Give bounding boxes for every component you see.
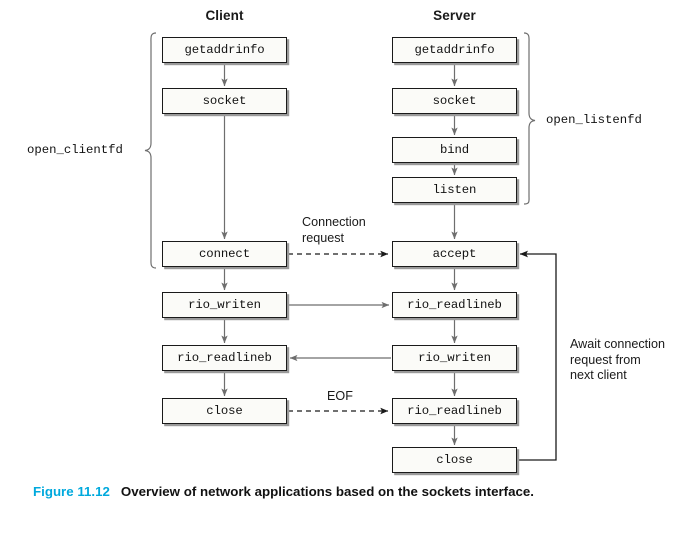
node-server-socket: socket (392, 88, 517, 114)
figure-number: Figure 11.12 (33, 484, 110, 499)
node-client-rio-readlineb: rio_readlineb (162, 345, 287, 371)
node-client-rio-writen: rio_writen (162, 292, 287, 318)
node-client-connect: connect (162, 241, 287, 267)
node-server-listen: listen (392, 177, 517, 203)
node-server-rio-readlineb-1: rio_readlineb (392, 292, 517, 318)
node-server-getaddrinfo: getaddrinfo (392, 37, 517, 63)
node-server-rio-writen: rio_writen (392, 345, 517, 371)
node-server-bind: bind (392, 137, 517, 163)
edge-label-await-connection: Await connection request from next clien… (570, 337, 665, 382)
node-server-close: close (392, 447, 517, 473)
edge-label-eof: EOF (327, 389, 353, 403)
edge-label-connection-request: Connection request (302, 215, 366, 245)
figure-caption: Figure 11.12 Overview of network applicat… (33, 484, 673, 499)
column-header-server: Server (433, 8, 476, 23)
node-server-rio-readlineb-2: rio_readlineb (392, 398, 517, 424)
node-client-close: close (162, 398, 287, 424)
brace-label-open-listenfd: open_listenfd (546, 113, 642, 127)
brace-label-open-clientfd: open_clientfd (27, 143, 123, 157)
node-server-accept: accept (392, 241, 517, 267)
node-client-getaddrinfo: getaddrinfo (162, 37, 287, 63)
figure-caption-text: Overview of network applications based o… (120, 484, 534, 499)
column-header-client: Client (205, 8, 244, 23)
node-client-socket: socket (162, 88, 287, 114)
